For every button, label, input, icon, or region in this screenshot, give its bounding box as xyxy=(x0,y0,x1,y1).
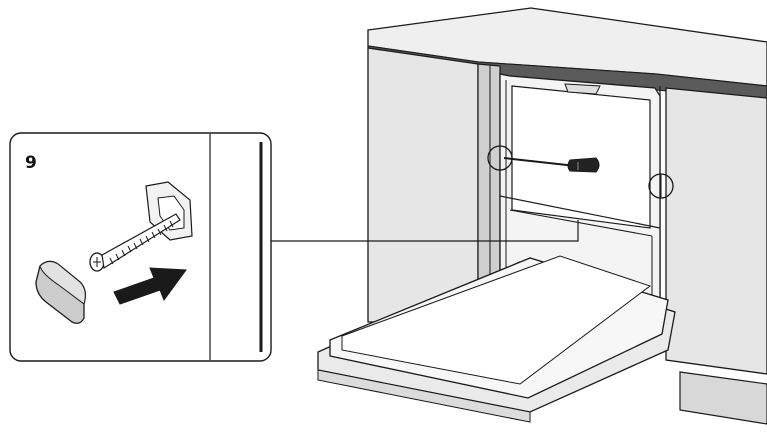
dishwasher-top-tab xyxy=(564,83,601,95)
step-number: 9 xyxy=(25,153,37,173)
callout-connector-line xyxy=(271,220,579,242)
door-inner-panel xyxy=(341,255,652,385)
screwdriver-shaft xyxy=(503,157,577,167)
screw-thread xyxy=(109,220,174,265)
door-front-strip xyxy=(317,369,531,423)
cover-cap-face xyxy=(39,260,86,305)
dishwasher-inner-panel xyxy=(511,85,651,229)
right-cabinet xyxy=(659,86,767,425)
right-cabinet-front xyxy=(665,87,767,375)
dishwasher-lower-edge-inner xyxy=(509,209,653,237)
dishwasher-lower-edge xyxy=(499,195,661,229)
screwdriver-icon xyxy=(503,157,600,173)
detail-inset: 9 xyxy=(9,132,272,362)
right-cabinet-plinth xyxy=(679,371,767,425)
kitchen-installation-scene xyxy=(317,7,767,425)
cover-cap-icon xyxy=(35,260,86,324)
push-arrow-shape xyxy=(113,267,187,305)
left-cabinet-front xyxy=(367,47,479,323)
push-arrow-icon xyxy=(113,267,187,305)
screw-icon xyxy=(89,213,181,272)
dishwasher-door-open xyxy=(317,255,676,423)
screwdriver-handle xyxy=(567,157,600,173)
detail-inset-box xyxy=(9,132,272,362)
